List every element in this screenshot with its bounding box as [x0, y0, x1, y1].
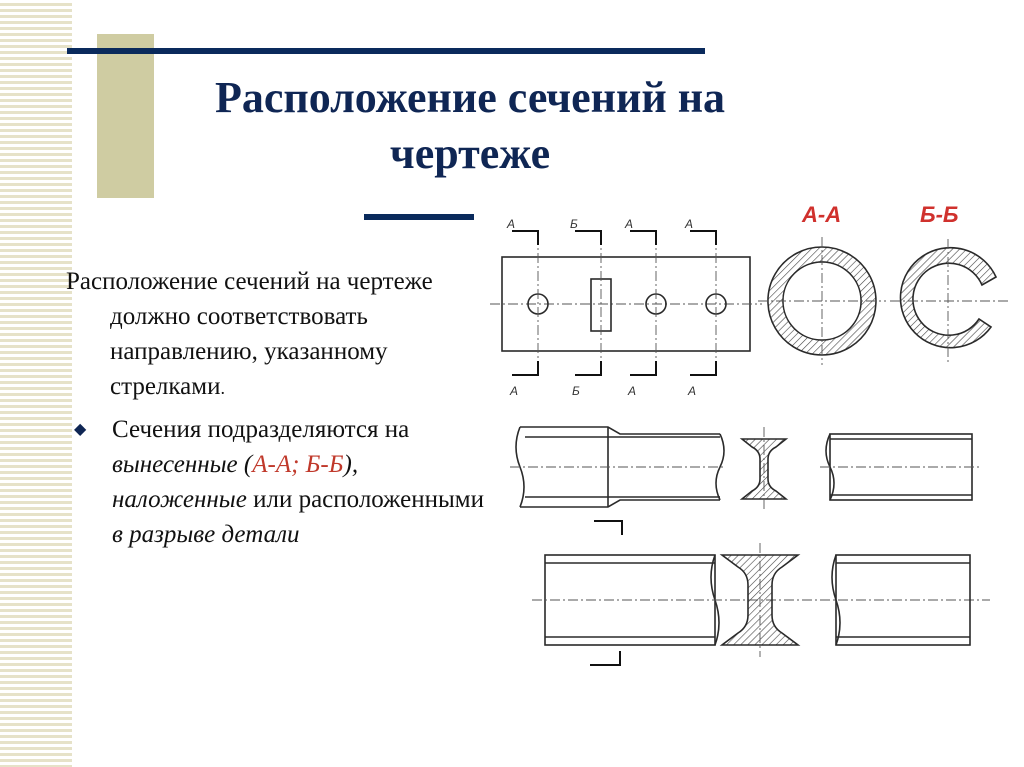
bullet-term-external: вынесенные [112, 451, 238, 478]
cut-label-a-top-1: А [506, 217, 515, 231]
cut-label-a-bottom-1: А [509, 384, 518, 398]
section-drawings-svg: А-А Б-Б А Б А А А [490, 202, 1008, 666]
section-label-b-b: Б-Б [920, 202, 958, 227]
i-beam-section-bottom [719, 543, 801, 657]
paragraph-intro-end: . [220, 378, 225, 398]
cut-markers-bottom: А Б А А [509, 361, 717, 398]
cut-label-b-top: Б [570, 217, 578, 231]
beam-right-piece [820, 433, 980, 501]
technical-drawing-figure: А-А Б-Б А Б А А А [490, 195, 1010, 685]
section-b-b-open-ring [890, 239, 1008, 363]
cut-marker-bottom [590, 651, 621, 666]
beam-bottom-right-piece [831, 554, 971, 646]
bullet-term-in-break: в разрыве детали [112, 521, 300, 548]
title-rule-top [67, 48, 705, 54]
paragraph-intro: Расположение сечений на чертеже должно с… [66, 264, 486, 406]
bullet-text-4: или расположенными [246, 486, 484, 513]
cut-marker-middle [594, 520, 623, 535]
plate-drawing [490, 235, 762, 370]
section-a-a-ring [758, 237, 886, 365]
bullet-section-names: А-А; Б-Б [252, 451, 344, 478]
section-label-a-a: А-А [801, 202, 841, 227]
bullet-term-superimposed: наложенные [112, 486, 247, 513]
bullet-text-1: Сечения подразделяются на [112, 416, 410, 443]
bullet-text-3: ), [343, 451, 359, 478]
i-beam-section-middle [739, 427, 789, 511]
bullet-item: ◆ Сечения подразделяются на вынесенные (А… [66, 412, 486, 552]
accent-square [97, 34, 154, 198]
cut-label-a-bottom-3: А [687, 384, 696, 398]
beam-removed-section [510, 426, 726, 508]
cut-label-a-top-2: А [624, 217, 633, 231]
diamond-bullet-icon: ◆ [74, 421, 87, 438]
cut-markers-top: А Б А А [506, 217, 717, 245]
paragraph-intro-text: Расположение сечений на чертеже должно с… [66, 268, 433, 400]
cut-label-b-bottom: Б [572, 384, 580, 398]
decorative-stripes [0, 0, 72, 767]
slide-title: Расположение сечений на чертеже [214, 73, 726, 178]
slide-body: Расположение сечений на чертеже должно с… [66, 264, 486, 552]
title-rule-bottom [364, 214, 474, 220]
cut-label-a-top-3: А [684, 217, 693, 231]
cut-label-a-bottom-2: А [627, 384, 636, 398]
bullet-text-2: ( [237, 451, 253, 478]
